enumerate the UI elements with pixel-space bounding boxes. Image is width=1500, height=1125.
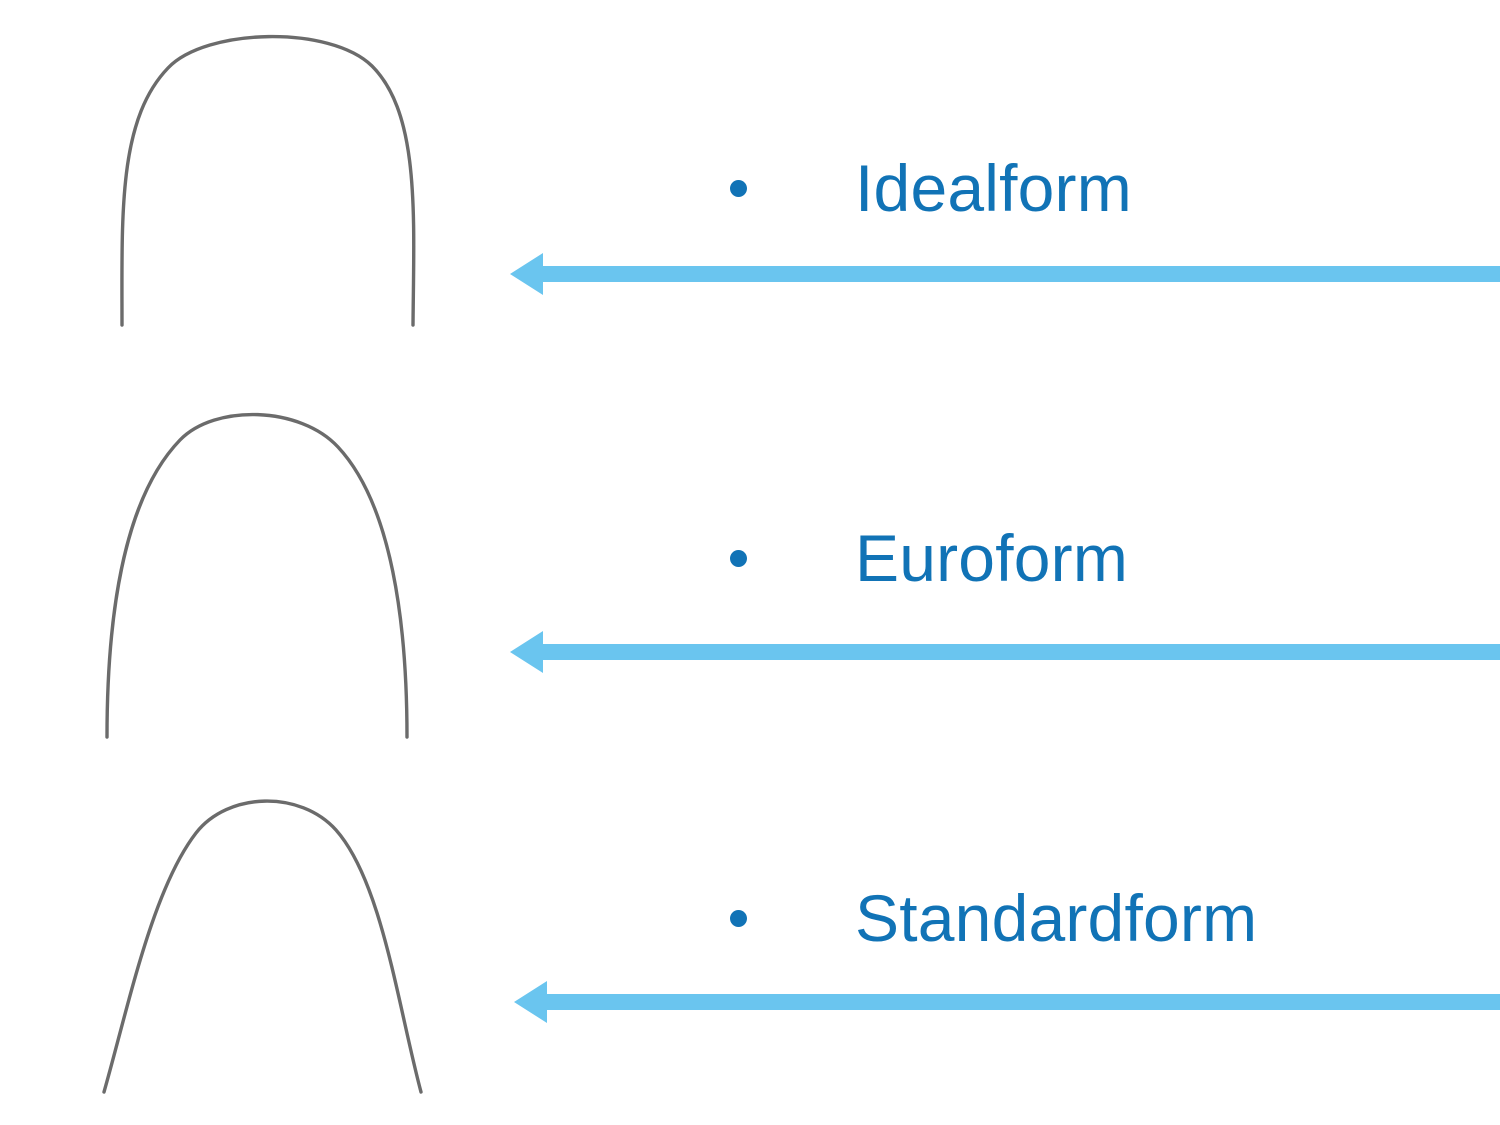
list-item: Euroform xyxy=(730,525,1128,591)
list-item: Idealform xyxy=(730,155,1132,221)
list-item: Standardform xyxy=(730,885,1257,951)
list-item-label: Euroform xyxy=(855,521,1129,595)
bullet-dot-icon xyxy=(730,909,747,927)
arrow-left-icon xyxy=(510,251,1500,297)
bullet-dot-icon xyxy=(730,179,747,197)
standardform-arch xyxy=(0,780,500,1125)
bullet-dot-icon xyxy=(730,549,747,567)
arrow-left-icon xyxy=(510,629,1500,675)
euroform-arch xyxy=(0,392,500,772)
idealform-arch xyxy=(0,0,500,380)
arrow-left-icon xyxy=(514,979,1500,1025)
list-item-label: Standardform xyxy=(855,881,1258,955)
list-item-label: Idealform xyxy=(855,151,1132,225)
